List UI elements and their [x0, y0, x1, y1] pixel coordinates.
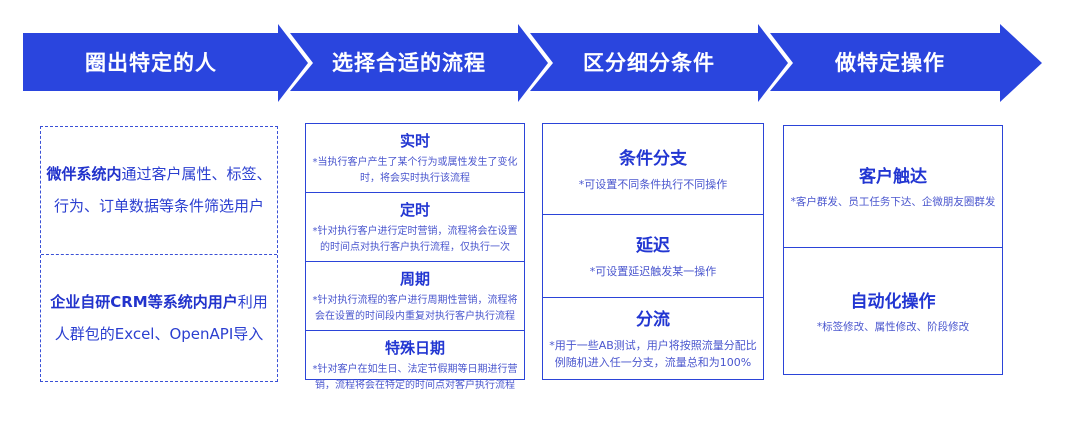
cell-text: 微伴系统内通过客户属性、标签、行为、订单数据等条件筛选用户: [45, 158, 273, 223]
flow-arrow-band: [23, 24, 1042, 102]
cell-text-rest: 通过客户属性、标签、行为、订单数据等条件筛选用户: [53, 165, 272, 216]
cell-text-bold: 微伴系统内: [46, 165, 122, 183]
cell-text: 企业自研CRM等系统内用户利用人群包的Excel、OpenAPI导入: [45, 286, 273, 351]
panel-cell-delay: 延迟 *可设置延迟触发某一操作: [543, 215, 763, 298]
cell-description: *客户群发、员工任务下达、企微朋友圈群发: [790, 196, 996, 209]
cell-description: *针对执行流程的客户进行周期性营销，流程将会在设置的时间段内重复对执行客户执行流…: [312, 295, 518, 322]
cell-title: 客户触达: [859, 167, 927, 188]
panel-cell-customer-reach: 客户触达 *客户群发、员工任务下达、企微朋友圈群发: [784, 126, 1002, 248]
panel-cell-realtime: 实时 *当执行客户产生了某个行为或属性发生了变化时，将会实时执行该流程: [306, 124, 524, 193]
panel-cell-traffic-split: 分流 *用于一些AB测试，用户将按照流量分配比例随机进入任一分支，流量总和为10…: [543, 298, 763, 379]
cell-title: 条件分支: [619, 149, 687, 170]
panel-cell-audience-weiban: 微伴系统内通过客户属性、标签、行为、订单数据等条件筛选用户: [41, 127, 277, 255]
cell-description: *针对执行客户进行定时营销，流程将会在设置的时间点对执行客户执行流程，仅执行一次: [312, 226, 518, 253]
cell-description: *可设置不同条件执行不同操作: [578, 178, 728, 192]
flow-arrow-segment-1: [23, 24, 308, 102]
cell-title: 分流: [636, 310, 670, 331]
flow-arrow-segment-2: [290, 24, 548, 102]
panel-operations: 客户触达 *客户群发、员工任务下达、企微朋友圈群发 自动化操作 *标签修改、属性…: [783, 125, 1003, 375]
panel-cell-automation: 自动化操作 *标签修改、属性修改、阶段修改: [784, 248, 1002, 374]
cell-text-rest: 利用人群包的Excel、OpenAPI导入: [54, 292, 268, 343]
cell-description: *可设置延迟触发某一操作: [589, 265, 717, 279]
flow-arrow-segment-3: [530, 24, 788, 102]
panel-process-types: 实时 *当执行客户产生了某个行为或属性发生了变化时，将会实时执行该流程 定时 *…: [305, 123, 525, 391]
cell-description: *用于一些AB测试，用户将按照流量分配比例随机进入任一分支，流量总和为100%: [549, 339, 757, 370]
cell-text-bold: 企业自研CRM等系统内用户: [50, 292, 238, 311]
panel-cell-special-date: 特殊日期 *针对客户在如生日、法定节假期等日期进行营销，流程将会在特定的时间点对…: [306, 331, 524, 399]
panel-cell-audience-import: 企业自研CRM等系统内用户利用人群包的Excel、OpenAPI导入: [41, 255, 277, 382]
flow-arrow-segment-4: [770, 24, 1042, 102]
cell-title: 周期: [399, 270, 430, 288]
cell-title: 特殊日期: [384, 339, 445, 357]
panel-cell-scheduled: 定时 *针对执行客户进行定时营销，流程将会在设置的时间点对执行客户执行流程，仅执…: [306, 193, 524, 262]
panel-cell-condition-branch: 条件分支 *可设置不同条件执行不同操作: [543, 124, 763, 215]
cell-title: 自动化操作: [850, 291, 936, 312]
cell-description: *当执行客户产生了某个行为或属性发生了变化时，将会实时执行该流程: [312, 157, 518, 184]
panel-audience: 微伴系统内通过客户属性、标签、行为、订单数据等条件筛选用户 企业自研CRM等系统…: [40, 126, 278, 382]
cell-title: 定时: [399, 201, 430, 219]
panel-conditions: 条件分支 *可设置不同条件执行不同操作 延迟 *可设置延迟触发某一操作 分流 *…: [542, 123, 764, 380]
cell-title: 实时: [399, 132, 430, 150]
cell-description: *针对客户在如生日、法定节假期等日期进行营销，流程将会在特定的时间点对客户执行流…: [312, 364, 518, 391]
cell-description: *标签修改、属性修改、阶段修改: [816, 320, 970, 333]
panel-cell-periodic: 周期 *针对执行流程的客户进行周期性营销，流程将会在设置的时间段内重复对执行客户…: [306, 262, 524, 331]
cell-title: 延迟: [636, 236, 670, 257]
